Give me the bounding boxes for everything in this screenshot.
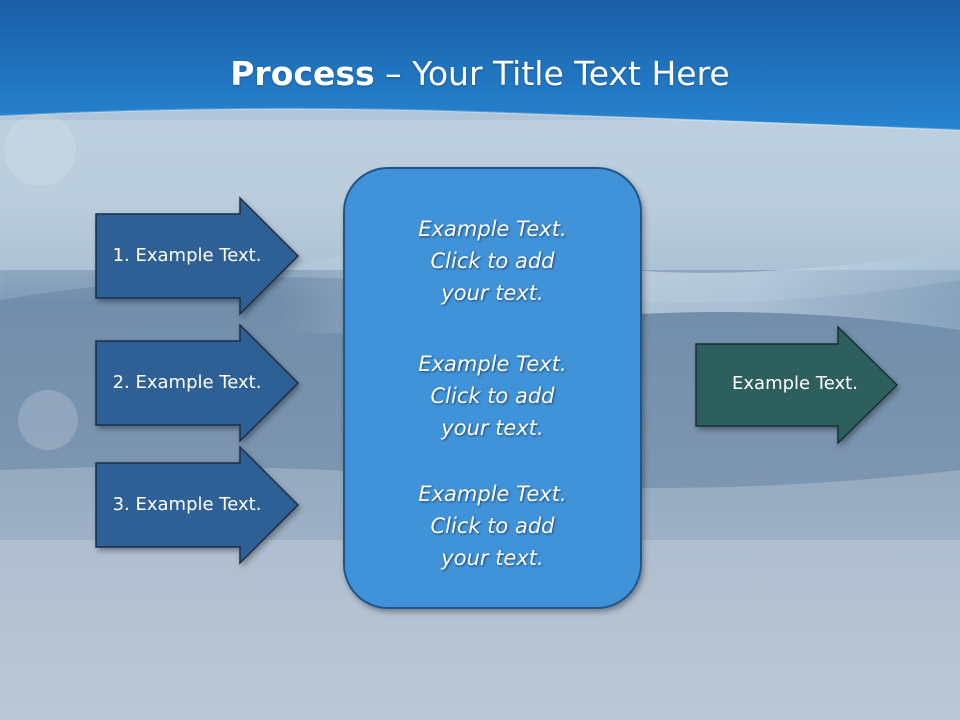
left-arrow-3-label: 3. Example Text. [112,494,262,515]
title-bold: Process [230,54,375,93]
left-arrow-3[interactable] [95,445,300,565]
center-text-line: Example Text. [418,352,567,376]
left-arrow-2[interactable] [95,323,300,443]
center-rounded-box[interactable] [343,167,642,609]
center-text-line: Click to add [430,249,555,273]
center-text-line: your text. [441,416,544,440]
center-text-block-3: Example Text. Click to add your text. [345,478,640,574]
right-arrow[interactable] [695,325,899,445]
left-arrow-2-label: 2. Example Text. [112,372,262,393]
center-text-line: Click to add [430,514,555,538]
center-text-line: Example Text. [418,482,567,506]
right-arrow-label: Example Text. [732,373,858,394]
center-text-line: Example Text. [418,217,567,241]
center-text-block-2: Example Text. Click to add your text. [345,348,640,444]
center-text-line: your text. [441,546,544,570]
center-text-line: your text. [441,281,544,305]
left-arrow-1-label: 1. Example Text. [112,245,262,266]
title-rest: – Your Title Text Here [374,54,730,93]
center-text-line: Click to add [430,384,555,408]
center-text-block-1: Example Text. Click to add your text. [345,213,640,309]
page-title: Process – Your Title Text Here [0,52,960,96]
left-arrow-1[interactable] [95,196,300,316]
